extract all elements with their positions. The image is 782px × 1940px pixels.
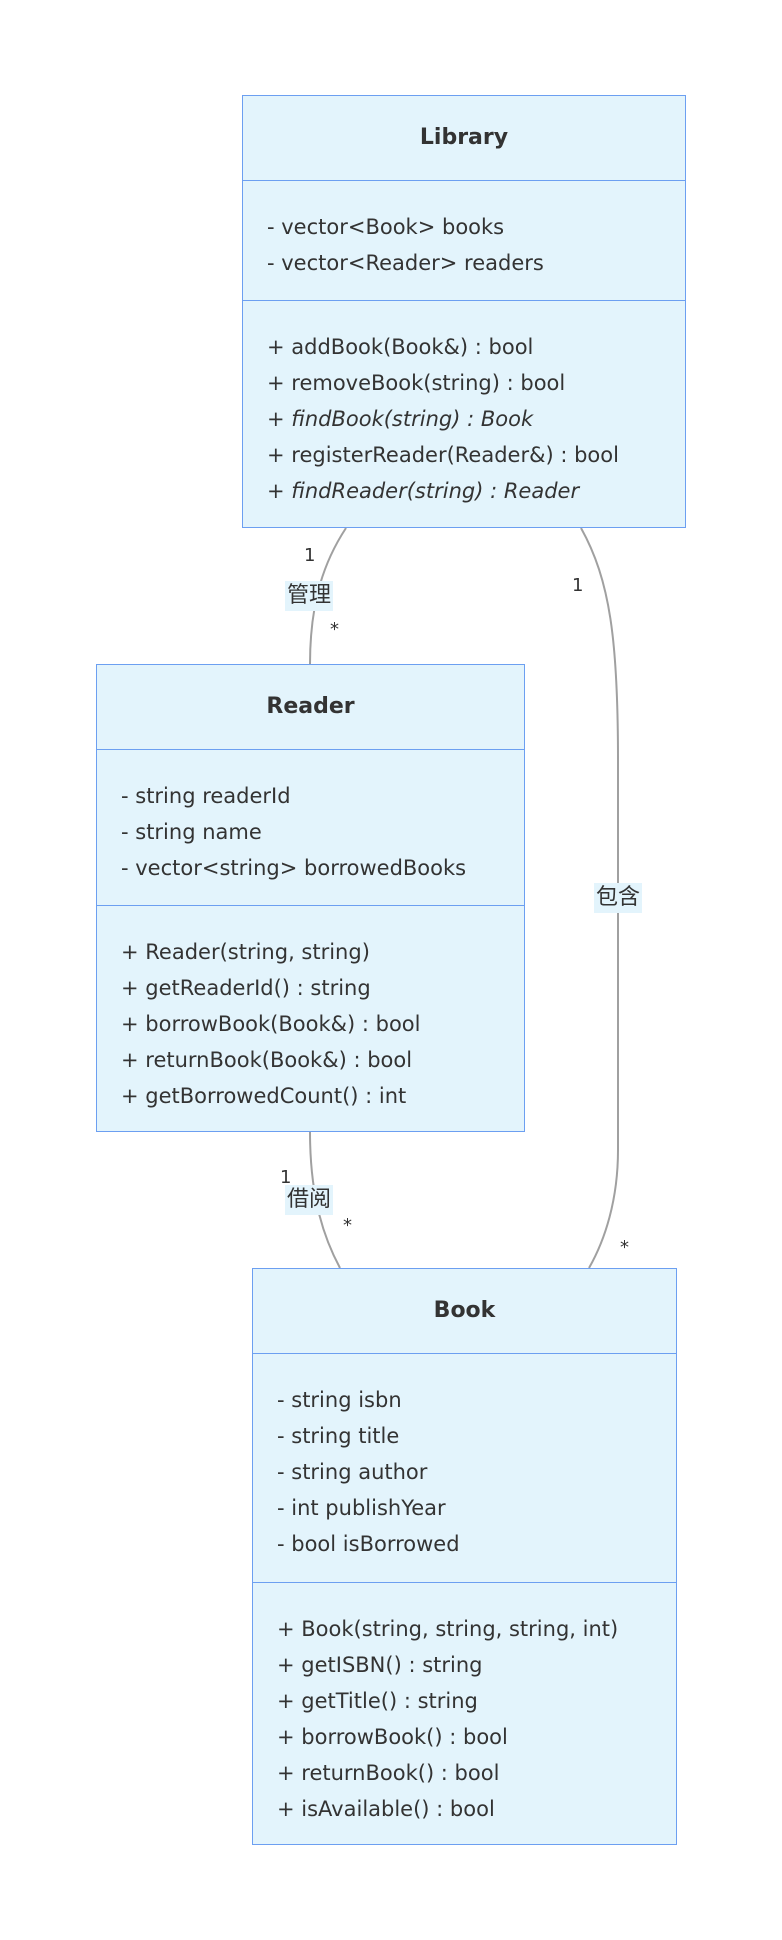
attribute: - bool isBorrowed — [277, 1532, 460, 1556]
method: + returnBook() : bool — [277, 1761, 500, 1785]
class-library[interactable]: Library - vector<Book> books - vector<Re… — [242, 95, 686, 528]
method: + returnBook(Book&) : bool — [121, 1048, 413, 1072]
class-name: Reader — [97, 665, 524, 750]
method: + registerReader(Reader&) : bool — [267, 443, 619, 467]
method: + Reader(string, string) — [121, 940, 370, 964]
method: + addBook(Book&) : bool — [267, 335, 534, 359]
relation-label-manage: 管理 — [285, 581, 334, 611]
cardinality-borrow-to: * — [343, 1215, 352, 1236]
cardinality-contain-from: 1 — [572, 575, 584, 596]
method: + getTitle() : string — [277, 1689, 478, 1713]
class-name: Library — [243, 96, 685, 181]
attribute: - string title — [277, 1424, 400, 1448]
attribute: - string author — [277, 1460, 428, 1484]
relation-label-contain: 包含 — [594, 883, 643, 913]
method: + removeBook(string) : bool — [267, 371, 566, 395]
method: + getBorrowedCount() : int — [121, 1084, 407, 1108]
method-section: + addBook(Book&) : bool + removeBook(str… — [243, 301, 685, 509]
cardinality-contain-to: * — [620, 1237, 629, 1258]
method: + Book(string, string, string, int) — [277, 1617, 619, 1641]
method-section: + Reader(string, string) + getReaderId()… — [97, 906, 524, 1114]
method-abstract: + findReader(string) : Reader — [267, 479, 580, 503]
method: + getReaderId() : string — [121, 976, 371, 1000]
attribute: - int publishYear — [277, 1496, 446, 1520]
method-section: + Book(string, string, string, int) + ge… — [253, 1583, 676, 1827]
attribute: - vector<string> borrowedBooks — [121, 856, 467, 880]
method: + getISBN() : string — [277, 1653, 483, 1677]
class-reader[interactable]: Reader - string readerId - string name -… — [96, 664, 525, 1132]
edge-contain — [580, 527, 619, 1269]
method: + borrowBook(Book&) : bool — [121, 1012, 421, 1036]
attribute: - string isbn — [277, 1388, 402, 1412]
attribute-section: - vector<Book> books - vector<Reader> re… — [243, 181, 685, 301]
method: + borrowBook() : bool — [277, 1725, 508, 1749]
attribute-section: - string readerId - string name - vector… — [97, 750, 524, 906]
class-book[interactable]: Book - string isbn - string title - stri… — [252, 1268, 677, 1845]
attribute: - vector<Reader> readers — [267, 251, 544, 275]
method: + isAvailable() : bool — [277, 1797, 495, 1821]
attribute: - string readerId — [121, 784, 291, 808]
cardinality-manage-from: 1 — [304, 545, 316, 566]
class-name: Book — [253, 1269, 676, 1354]
method-abstract: + findBook(string) : Book — [267, 407, 534, 431]
relation-label-borrow: 借阅 — [285, 1185, 334, 1215]
attribute: - string name — [121, 820, 262, 844]
cardinality-manage-to: * — [330, 619, 339, 640]
attribute: - vector<Book> books — [267, 215, 505, 239]
cardinality-borrow-from: 1 — [280, 1167, 292, 1188]
edge-borrow — [309, 1131, 341, 1269]
attribute-section: - string isbn - string title - string au… — [253, 1354, 676, 1583]
